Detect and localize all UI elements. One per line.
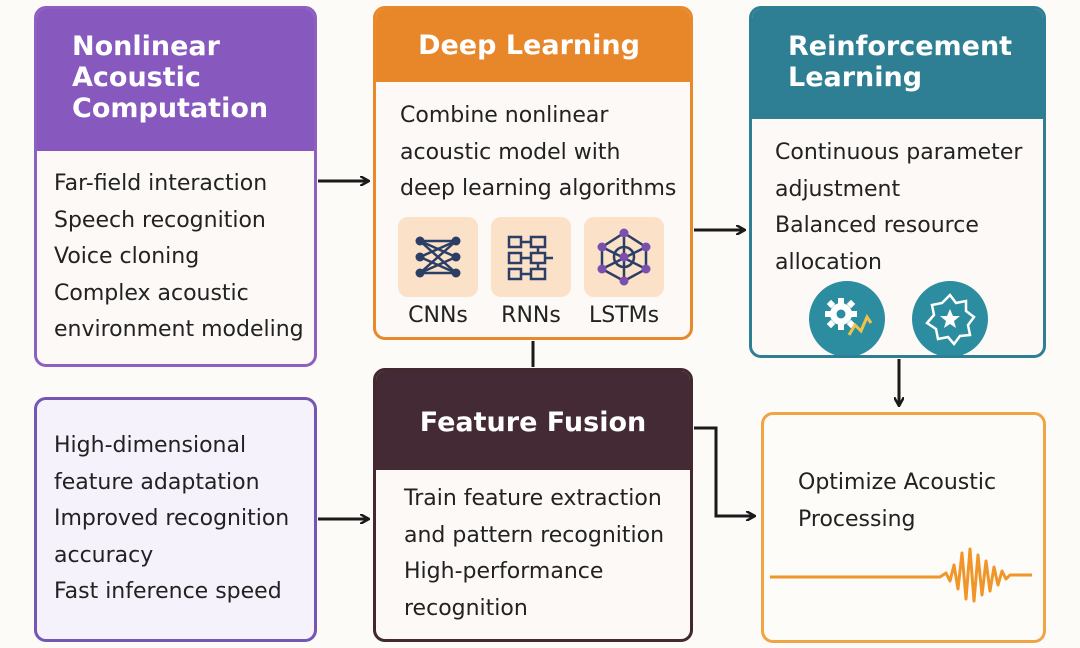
reinforcement-learning-box: Reinforcement Learning Continuous parame… xyxy=(749,6,1046,358)
nonlinear-acoustic-box: Nonlinear Acoustic Computation Far-field… xyxy=(34,6,317,367)
star-gear-icon xyxy=(912,281,988,355)
feature-fusion-body: Train feature extraction and pattern rec… xyxy=(376,470,690,627)
reinforcement-item: allocation xyxy=(775,249,882,275)
reinforcement-header: Reinforcement Learning xyxy=(752,9,1043,119)
lstm-graph-icon xyxy=(584,217,664,297)
feature-fusion-box: Feature Fusion Train feature extraction … xyxy=(373,368,693,642)
reinforcement-item: Balanced resource xyxy=(775,213,979,238)
reinforcement-body: Continuous parameter adjustment Balanced… xyxy=(752,119,1043,281)
deep-learning-desc-line: deep learning algorithms xyxy=(400,176,677,201)
features-box: High-dimensional feature adaptation Impr… xyxy=(34,397,317,642)
nonlinear-item: Far-field interaction xyxy=(54,171,268,196)
nonlinear-item: Voice cloning xyxy=(54,244,200,269)
nonlinear-header: Nonlinear Acoustic Computation xyxy=(37,9,314,151)
nonlinear-body: Far-field interaction Speech recognition… xyxy=(37,151,314,349)
features-item: High-dimensional xyxy=(54,433,247,458)
output-body: Optimize Acoustic Processing xyxy=(764,415,1043,538)
fusion-item: and pattern recognition xyxy=(404,522,665,548)
cnn-network-icon xyxy=(398,217,478,297)
arrow-fusion-to-output xyxy=(694,426,754,516)
model-label-rnn: RNNs xyxy=(501,303,561,328)
nonlinear-title-line: Acoustic xyxy=(72,62,201,93)
model-label-lstm: LSTMs xyxy=(588,303,660,328)
fusion-item: recognition xyxy=(404,595,528,621)
fusion-item: Train feature extraction xyxy=(404,486,662,511)
features-item: feature adaptation xyxy=(54,469,260,495)
features-item: Improved recognition xyxy=(54,506,290,531)
rnn-flowchart-icon xyxy=(491,217,571,297)
nonlinear-title-line: Nonlinear xyxy=(72,31,220,62)
features-item: accuracy xyxy=(54,542,154,568)
output-text-line: Optimize Acoustic xyxy=(798,470,997,495)
reinforcement-item: adjustment xyxy=(775,176,901,202)
nonlinear-item: environment modeling xyxy=(54,317,304,342)
deep-learning-title: Deep Learning xyxy=(376,9,690,82)
reinforcement-title-line: Reinforcement xyxy=(788,31,1013,62)
features-item: Fast inference speed xyxy=(54,579,282,604)
output-text-line: Processing xyxy=(798,506,916,532)
output-box: Optimize Acoustic Processing xyxy=(761,412,1046,643)
model-label-cnn: CNNs xyxy=(408,303,468,328)
deep-learning-desc-line: acoustic model with xyxy=(400,139,621,165)
nonlinear-item: Complex acoustic xyxy=(54,280,249,306)
reinforcement-title-line: Learning xyxy=(788,62,923,93)
fusion-item: High-performance xyxy=(404,559,604,584)
nonlinear-title-line: Computation xyxy=(72,93,269,124)
gear-chart-icon xyxy=(809,281,885,355)
features-body: High-dimensional feature adaptation Impr… xyxy=(37,400,314,611)
deep-learning-desc-line: Combine nonlinear xyxy=(400,103,609,128)
feature-fusion-title: Feature Fusion xyxy=(376,371,690,470)
deep-learning-body: Combine nonlinear acoustic model with de… xyxy=(376,82,690,208)
nonlinear-item: Speech recognition xyxy=(54,207,266,233)
reinforcement-item: Continuous parameter xyxy=(775,140,1023,165)
deep-learning-box: Deep Learning Combine nonlinear acoustic… xyxy=(373,6,693,340)
waveform-icon xyxy=(770,547,1032,603)
